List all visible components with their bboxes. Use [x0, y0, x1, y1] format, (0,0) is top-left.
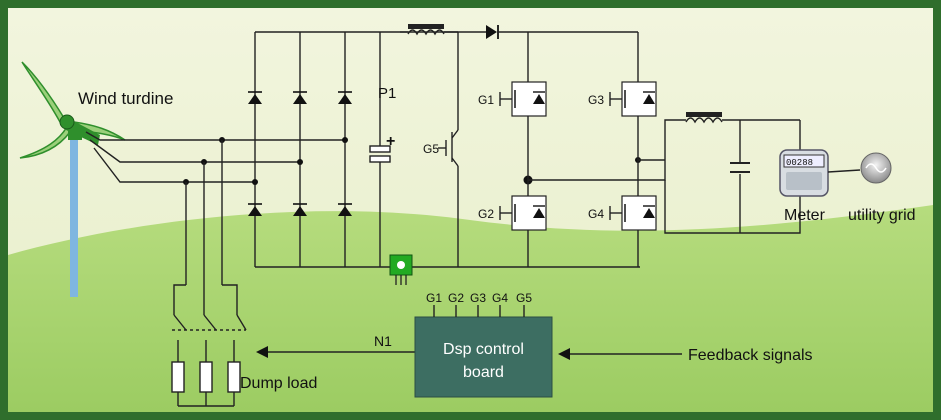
- n1-arrow: [256, 346, 415, 358]
- g4-gate-label: G4: [588, 207, 604, 221]
- boost-inductor: [400, 24, 486, 36]
- g5-gate-label: G5: [423, 142, 439, 156]
- rectifier-diodes: [248, 91, 352, 216]
- igbt-g3: [609, 81, 657, 117]
- turbine-output-wires: [85, 131, 345, 183]
- feedback-arrow: [558, 348, 682, 360]
- g2-gate-label: G2: [478, 207, 494, 221]
- dsp-label-line2: board: [463, 364, 504, 381]
- utility-grid-label: utility grid: [848, 207, 916, 224]
- g3-gate-label: G3: [588, 93, 604, 107]
- dsp-pin-g4: G4: [492, 291, 508, 305]
- boost-diode: [486, 25, 638, 39]
- meter-label: Meter: [784, 207, 826, 224]
- dsp-pin-g5: G5: [516, 291, 532, 305]
- dsp-control-board: [414, 316, 553, 398]
- dsp-pins: [433, 305, 525, 317]
- wind-turbine-label: Wind turdine: [78, 89, 173, 108]
- capacitor-plus-sign: +: [386, 133, 395, 150]
- output-filter: [528, 119, 801, 234]
- igbt-g4: [609, 195, 657, 231]
- g5-switch: [438, 32, 459, 267]
- current-sensor-icon: [389, 254, 413, 285]
- dsp-pin-g1: G1: [426, 291, 442, 305]
- dsp-pin-g3: G3: [470, 291, 486, 305]
- meter-reading: 00288: [786, 158, 813, 168]
- n1-label: N1: [374, 333, 392, 349]
- dsp-pin-g2: G2: [448, 291, 464, 305]
- igbt-g2: [499, 195, 547, 231]
- green-hill: [8, 205, 933, 412]
- utility-grid-icon: [860, 152, 892, 184]
- wind-turbine-icon: [19, 61, 126, 297]
- filter-inductor: [685, 112, 723, 124]
- dsp-label-line1: Dsp control: [443, 341, 524, 358]
- dump-load-wiring: [172, 140, 247, 407]
- filter-capacitor: [730, 162, 750, 173]
- meter-icon: [779, 149, 829, 197]
- feedback-signals-label: Feedback signals: [688, 347, 813, 364]
- dump-load-label: Dump load: [240, 375, 317, 392]
- igbt-g1: [499, 81, 547, 117]
- g1-gate-label: G1: [478, 93, 494, 107]
- capacitor-label: P1: [378, 85, 396, 102]
- dc-link-capacitor: [369, 32, 391, 267]
- dump-load-resistors: [171, 361, 241, 393]
